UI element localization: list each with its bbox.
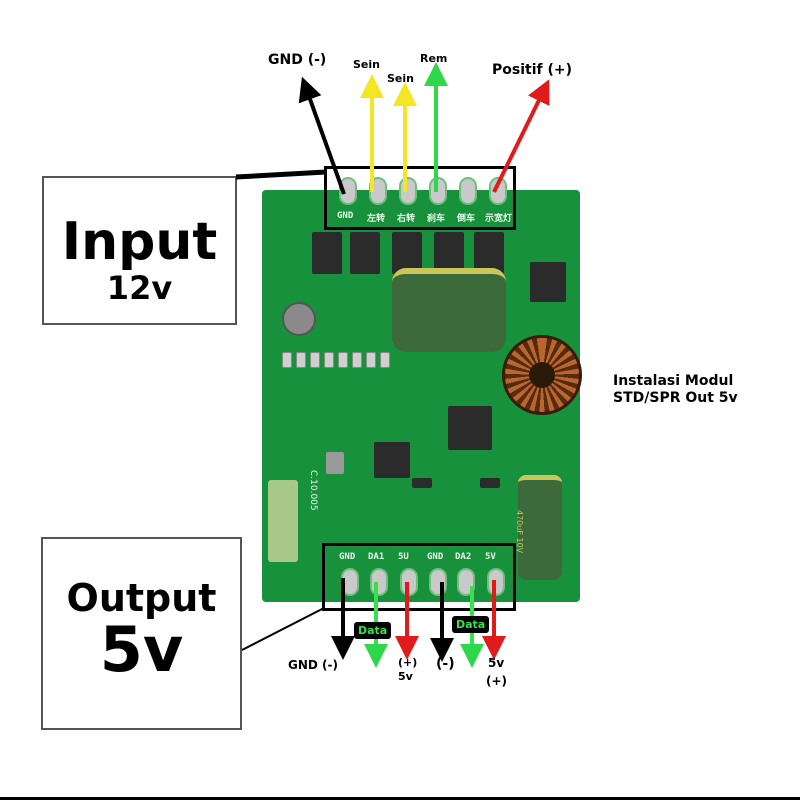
microphone xyxy=(282,302,316,336)
smd-resistor xyxy=(338,352,348,368)
output-connector-frame: GND DA1 5U GND DA2 5V xyxy=(322,543,516,611)
gnd-input-arrow xyxy=(298,76,346,195)
smd-resistor xyxy=(324,352,334,368)
label-gnd-output-left: GND (-) xyxy=(288,658,338,672)
input-leader-line xyxy=(235,169,327,180)
input-pad-gnd xyxy=(339,177,357,205)
input-pin-label: GND xyxy=(337,211,354,221)
smd-resistor xyxy=(296,352,306,368)
power-transistor xyxy=(448,406,492,450)
input-voltage: 12v xyxy=(106,269,173,307)
soic-chip xyxy=(530,262,566,302)
smd-resistor xyxy=(380,352,390,368)
output-pin-label: 5U xyxy=(398,552,409,562)
mosfet-3 xyxy=(392,232,422,274)
label-sein-left: Sein xyxy=(353,58,380,71)
smd-resistor xyxy=(310,352,320,368)
label-gnd-input: GND (-) xyxy=(268,52,327,68)
smd-resistor xyxy=(282,352,292,368)
output-pin-label: DA1 xyxy=(368,552,385,562)
label-gnd-output-right: (-) xyxy=(436,656,455,672)
label-plus-right-line1: 5v xyxy=(488,656,505,670)
label-plus-left-line2: 5v xyxy=(398,670,413,683)
input-pad-reverse xyxy=(459,177,477,205)
mosfet-5 xyxy=(474,232,504,274)
output-voltage: 5v xyxy=(99,613,184,686)
input-box: Input 12v xyxy=(42,176,237,325)
module-caption-line1: Instalasi Modul xyxy=(613,373,734,389)
transistor-chip xyxy=(480,478,500,488)
crystal xyxy=(326,452,344,474)
input-pad-positive xyxy=(489,177,507,205)
data-tag-left: Data xyxy=(354,622,392,639)
label-rem: Rem xyxy=(420,52,448,65)
output-pin-label: GND xyxy=(339,552,356,562)
toroid-inductor xyxy=(502,335,582,415)
label-plus-right-line2: (+) xyxy=(486,674,508,688)
pcb-board: 470uF 10V C.10.005 xyxy=(262,190,582,602)
input-pin-label: 示宽灯 xyxy=(485,214,513,224)
input-pin-label: 刹车 xyxy=(427,214,446,224)
label-plus-left-line1: (+) xyxy=(398,656,418,669)
output-box: Output 5v xyxy=(41,537,242,730)
mosfet-1 xyxy=(312,232,342,274)
module-caption-line2: STD/SPR Out 5v xyxy=(613,390,738,406)
data-tag-right: Data xyxy=(452,616,490,633)
mcu-chip xyxy=(374,442,410,478)
smd-resistor xyxy=(366,352,376,368)
output-leader-line xyxy=(241,607,325,651)
output-pin-label: DA2 xyxy=(455,552,472,562)
input-title: Input xyxy=(61,212,218,272)
smd-resistor xyxy=(352,352,362,368)
electrolytic-capacitor-large xyxy=(392,268,506,352)
output-pin-label: 5V xyxy=(485,552,496,562)
input-pin-label: 左转 xyxy=(367,214,386,224)
pcb-antenna xyxy=(268,480,298,562)
label-sein-right: Sein xyxy=(387,72,414,85)
output-title: Output xyxy=(66,576,217,620)
bottom-divider xyxy=(0,797,800,800)
mosfet-2 xyxy=(350,232,380,274)
input-pin-label: 右转 xyxy=(397,214,416,224)
output-pin-label: GND xyxy=(427,552,444,562)
positive-input-arrow xyxy=(492,79,550,193)
mosfet-4 xyxy=(434,232,464,274)
input-pin-label: 倒车 xyxy=(457,214,476,224)
transistor-chip xyxy=(412,478,432,488)
electrolytic-capacitor-small xyxy=(518,475,562,580)
label-positif: Positif (+) xyxy=(492,62,572,78)
